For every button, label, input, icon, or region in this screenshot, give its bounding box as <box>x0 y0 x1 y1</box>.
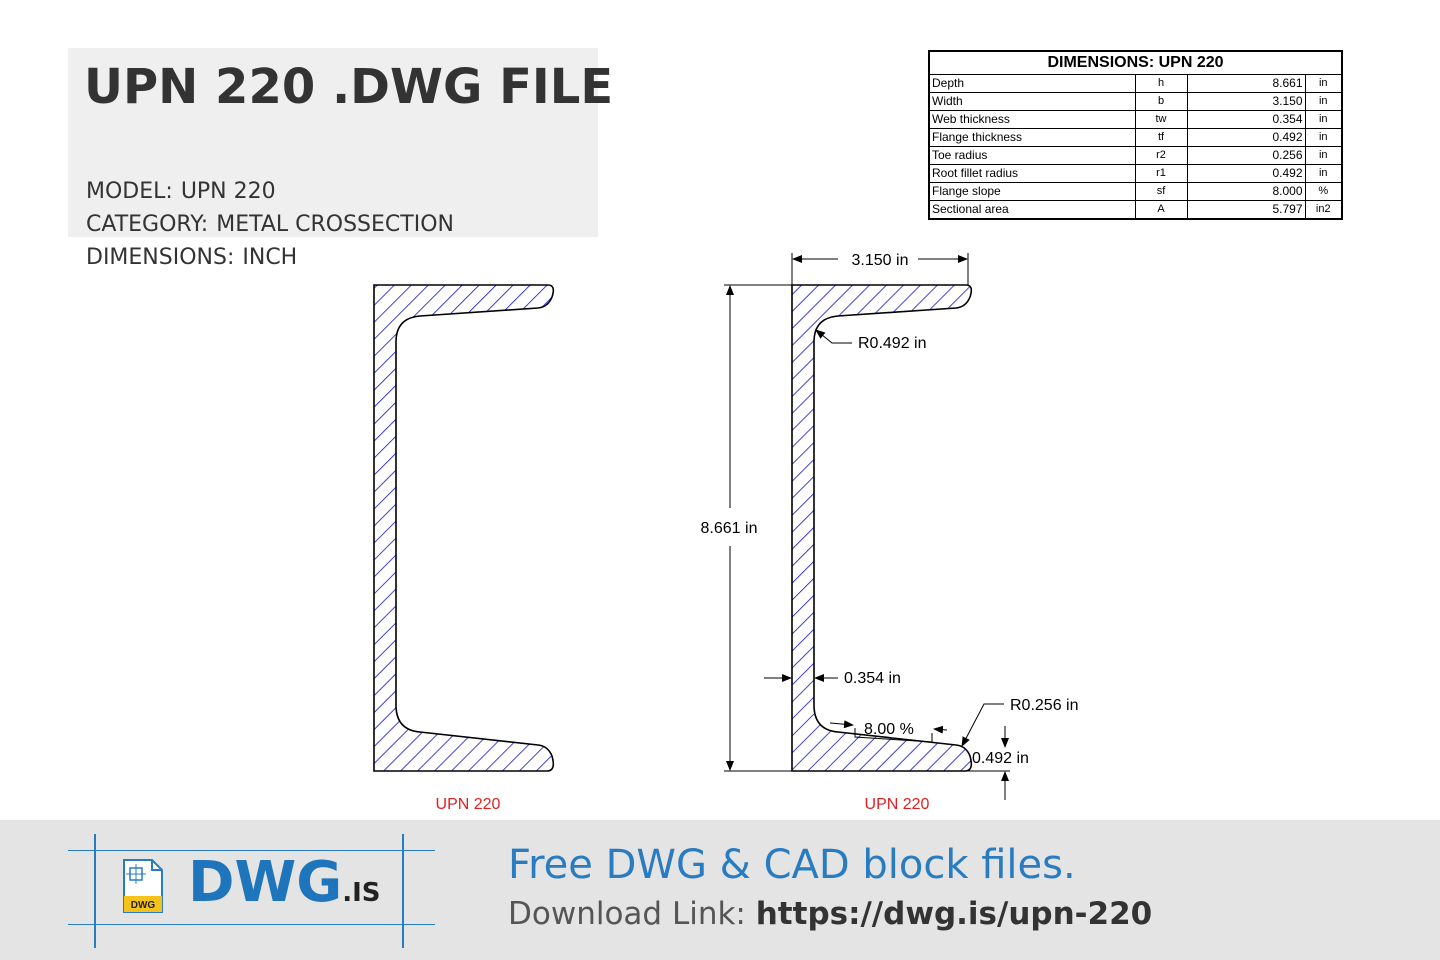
depth-dimension-label: 8.661 in <box>701 520 758 537</box>
dwg-file-icon: DWG <box>123 859 163 913</box>
width-dimension: 3.150 in <box>791 252 969 285</box>
channel-profile-right <box>791 284 973 772</box>
flange-thickness-label: 0.492 in <box>972 750 1029 767</box>
logo-main-text: DWG <box>188 850 343 915</box>
right-profile-label: UPN 220 <box>865 796 930 813</box>
toe-radius-leader: R0.256 in <box>961 697 1079 747</box>
dimensions-value: INCH <box>242 245 298 270</box>
logo-frame-right <box>402 834 404 948</box>
left-profile-label: UPN 220 <box>436 796 501 813</box>
download-line: Download Link: https://dwg.is/upn-220 <box>508 892 1152 936</box>
download-label: Download Link: <box>508 896 746 932</box>
page-title: UPN 220 .DWG FILE <box>84 59 614 115</box>
cell-unit: in <box>1304 92 1343 111</box>
web-thickness-label: 0.354 in <box>844 670 901 687</box>
category-value: METAL CROSSECTION <box>216 212 454 237</box>
cell-value: 8.000 <box>1186 182 1306 201</box>
flange-thickness-dimension: 0.492 in <box>966 726 1029 800</box>
logo-frame-bottom <box>68 924 435 925</box>
dimensions-line: DIMENSIONS: INCH <box>86 244 297 272</box>
slope-indicator: 8.00 % <box>829 720 948 743</box>
brand-logo[interactable]: DWG.IS <box>188 850 381 926</box>
cell-unit: in2 <box>1304 200 1343 220</box>
download-link[interactable]: https://dwg.is/upn-220 <box>755 896 1153 932</box>
footer-banner: DWG DWG.IS Free DWG & CAD block files. D… <box>0 820 1440 960</box>
width-dimension-label: 3.150 in <box>852 252 909 269</box>
dimensions-label: DIMENSIONS: <box>86 245 235 270</box>
model-value: UPN 220 <box>180 179 276 204</box>
toe-radius-label: R0.256 in <box>1010 697 1079 714</box>
tagline: Free DWG & CAD block files. <box>508 842 1076 888</box>
model-label: MODEL: <box>86 179 173 204</box>
model-line: MODEL: UPN 220 <box>86 178 276 206</box>
cell-name: Flange slope <box>928 182 1136 201</box>
channel-profile-left <box>373 284 555 772</box>
root-radius-label: R0.492 in <box>858 335 927 352</box>
category-line: CATEGORY: METAL CROSSECTION <box>86 211 454 239</box>
category-label: CATEGORY: <box>86 212 209 237</box>
depth-dimension: 8.661 in <box>701 284 792 772</box>
cell-unit: % <box>1304 182 1343 201</box>
web-thickness-dimension: 0.354 in <box>764 670 901 687</box>
logo-suffix-text: .IS <box>342 878 381 908</box>
drawing-canvas: 3.150 in 8.661 in R0.492 in 0.354 in 8.0… <box>373 252 1079 813</box>
cell-name: Flange thickness <box>928 128 1136 147</box>
logo-badge-text: DWG <box>131 900 156 911</box>
root-radius-leader: R0.492 in <box>815 329 927 352</box>
cell-name: Sectional area <box>928 200 1136 220</box>
cell-value: 5.797 <box>1186 200 1306 220</box>
info-panel: UPN 220 .DWG FILE MODEL: UPN 220 CATEGORY… <box>68 48 613 270</box>
logo-frame-left <box>94 834 96 948</box>
logo-frame-top <box>68 850 435 851</box>
slope-label: 8.00 % <box>864 721 914 738</box>
